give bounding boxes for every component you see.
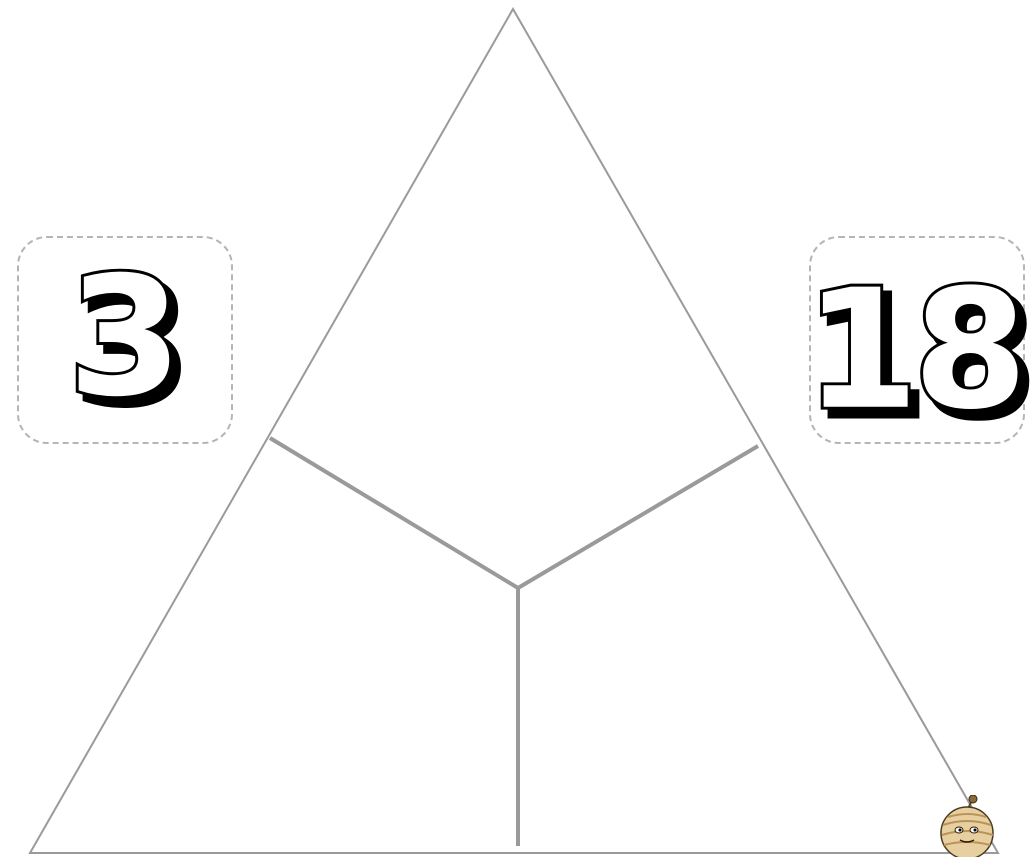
divider-right	[518, 446, 758, 588]
divider-left	[270, 438, 518, 588]
right-number-value: 18	[804, 254, 1022, 446]
mummy-ball-icon	[938, 795, 998, 857]
left-number-graphic: 3 3	[19, 238, 231, 442]
right-number-graphic: 18 18	[811, 238, 1023, 442]
left-number-value: 3	[68, 241, 177, 433]
left-number-card[interactable]: 3 3	[17, 236, 233, 444]
right-number-card[interactable]: 18 18	[809, 236, 1025, 444]
